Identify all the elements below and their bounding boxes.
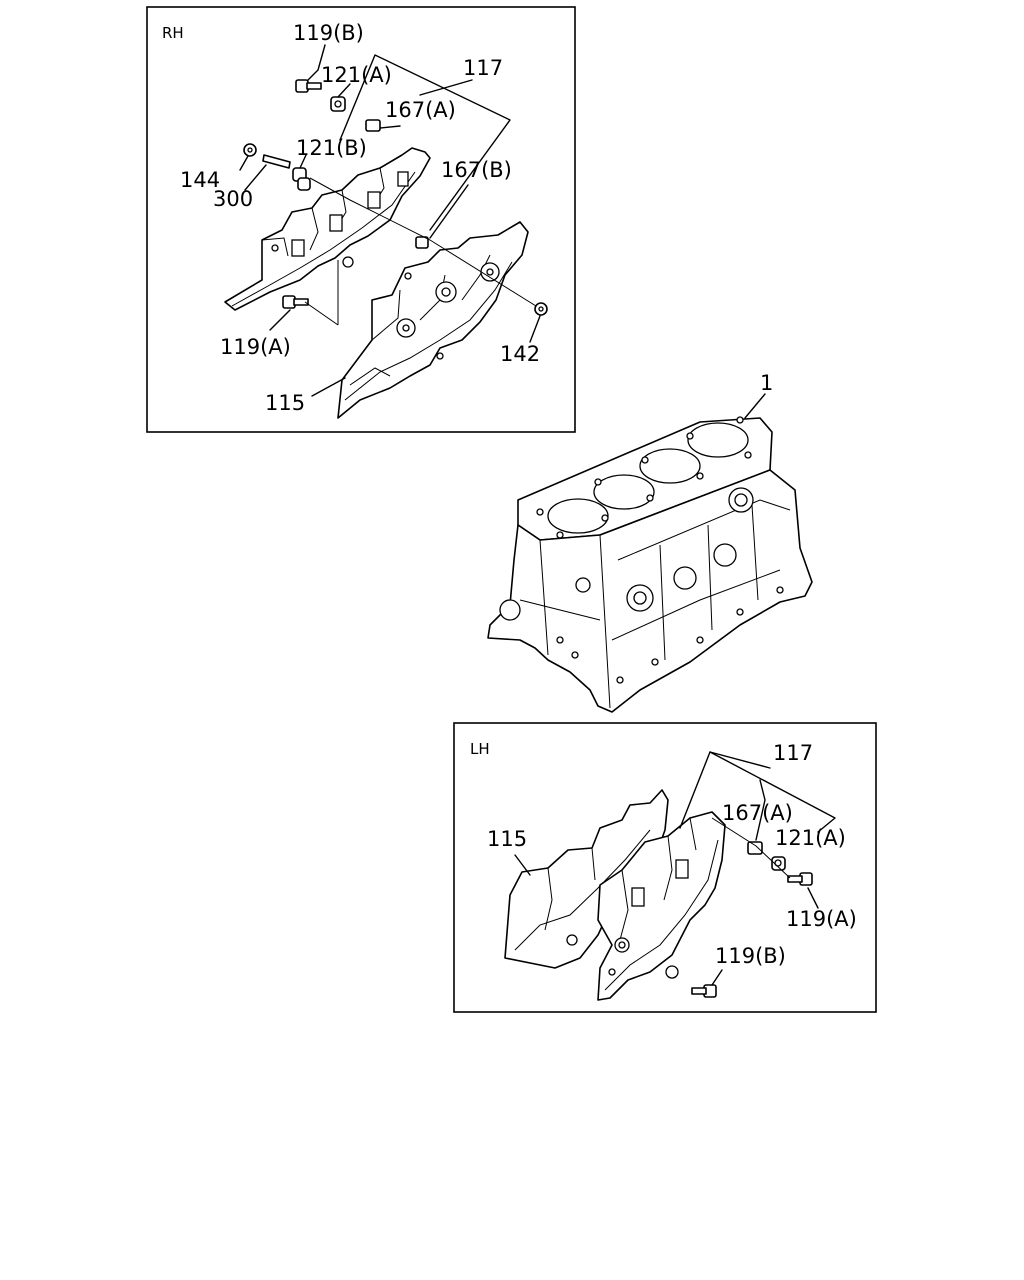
lh-nut-121a xyxy=(771,856,786,871)
lh-panel-frame xyxy=(453,722,877,1013)
lh-collar-167a xyxy=(747,841,763,855)
rh-collar-167b xyxy=(415,236,429,249)
rh-callout-117: 117 xyxy=(463,56,503,80)
rh-collar-167a xyxy=(365,119,381,132)
block-callout-1: 1 xyxy=(760,371,773,395)
rh-callout-121b: 121(B) xyxy=(296,136,367,160)
rh-callout-119b: 119(B) xyxy=(293,21,364,45)
rh-nut-121a xyxy=(330,96,346,112)
rh-callout-167b: 167(B) xyxy=(441,158,512,182)
rh-bolt-119b xyxy=(295,79,322,93)
rh-washer-144 xyxy=(243,143,257,157)
rh-nut-121b-2 xyxy=(297,177,311,191)
rh-bolt-119a xyxy=(282,295,309,309)
lh-callout-121a: 121(A) xyxy=(775,826,846,850)
lh-callout-167a: 167(A) xyxy=(722,801,793,825)
lh-callout-119b: 119(B) xyxy=(715,944,786,968)
rh-callout-121a: 121(A) xyxy=(321,63,392,87)
rh-panel-tag: RH xyxy=(162,24,184,42)
rh-panel-frame xyxy=(146,6,576,433)
rh-callout-300: 300 xyxy=(213,187,253,211)
lh-callout-119a: 119(A) xyxy=(786,907,857,931)
lh-panel-tag: LH xyxy=(470,740,490,758)
lh-callout-115: 115 xyxy=(487,827,527,851)
lh-heat-shield-117 xyxy=(597,811,726,1001)
rh-callout-167a: 167(A) xyxy=(385,98,456,122)
rh-washer-142 xyxy=(534,302,548,316)
cylinder-block: 1 xyxy=(487,371,813,713)
rh-heat-shield-117 xyxy=(224,147,431,311)
rh-heat-shield-115 xyxy=(337,221,529,419)
rh-callout-142: 142 xyxy=(500,342,540,366)
rh-panel: RH xyxy=(146,6,576,433)
lh-panel: LH xyxy=(453,722,877,1013)
lh-callout-117: 117 xyxy=(773,741,813,765)
lh-bolt-119b xyxy=(691,984,717,998)
rh-stud-300 xyxy=(262,154,291,169)
rh-callout-144: 144 xyxy=(180,168,220,192)
lh-bolt-119a xyxy=(787,872,813,886)
rh-callout-119a: 119(A) xyxy=(220,335,291,359)
rh-callout-115: 115 xyxy=(265,391,305,415)
